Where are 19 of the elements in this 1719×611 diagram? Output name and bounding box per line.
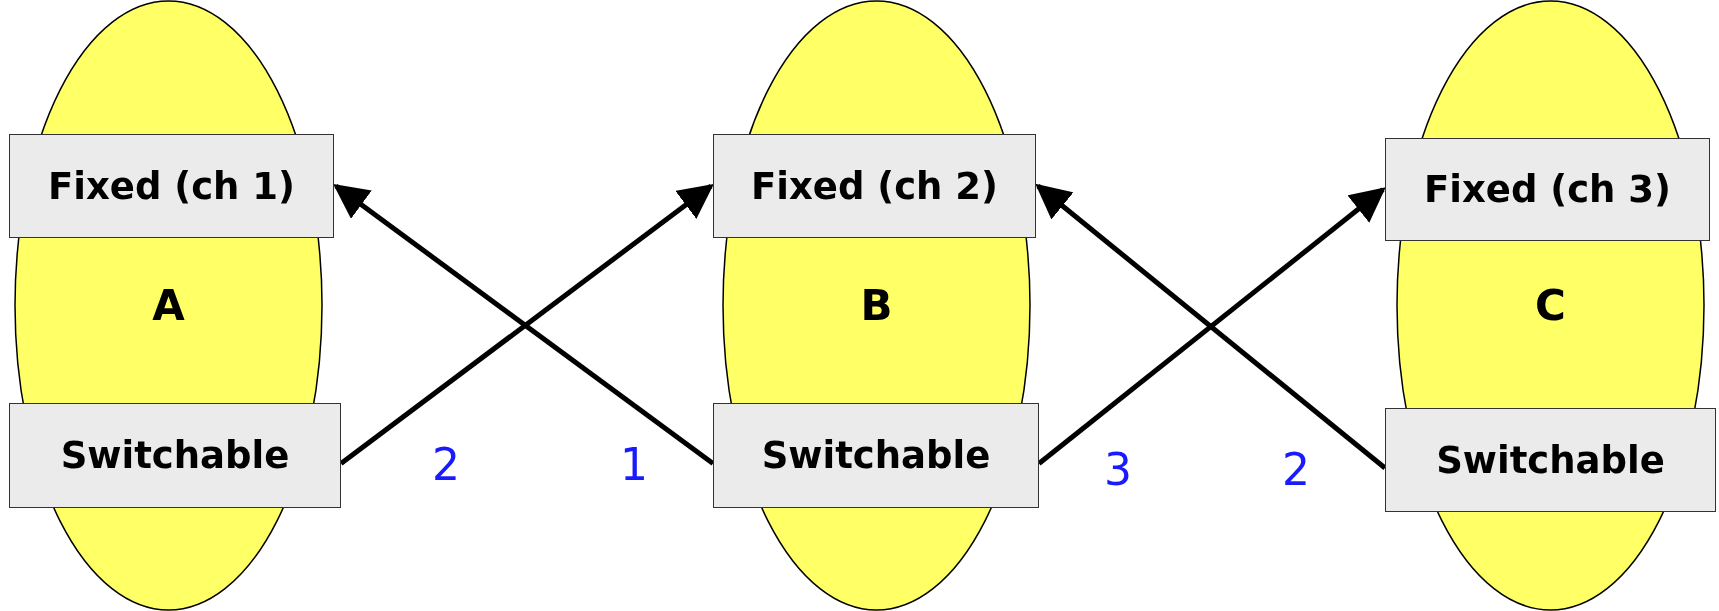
edge-label: 2 [432,438,460,490]
region-letter: B [860,281,893,330]
edge-label: 3 [1104,443,1132,495]
box-label: Fixed (ch 2) [751,164,998,208]
edge-label: 2 [1282,443,1310,495]
region-letter: A [152,281,185,330]
region-letter: C [1535,281,1566,330]
channel-box [713,134,1036,238]
channel-box [1385,408,1716,512]
channel-box [9,403,341,508]
box-label: Switchable [1436,438,1665,482]
channel-box [9,134,334,238]
edge-label: 1 [620,438,648,490]
box-label: Switchable [761,434,991,477]
box-label: Switchable [60,434,290,477]
box-label: Fixed (ch 3) [1424,168,1671,211]
box-label: Fixed (ch 1) [48,164,295,208]
channel-box [713,403,1039,508]
channel-box [1385,138,1710,241]
